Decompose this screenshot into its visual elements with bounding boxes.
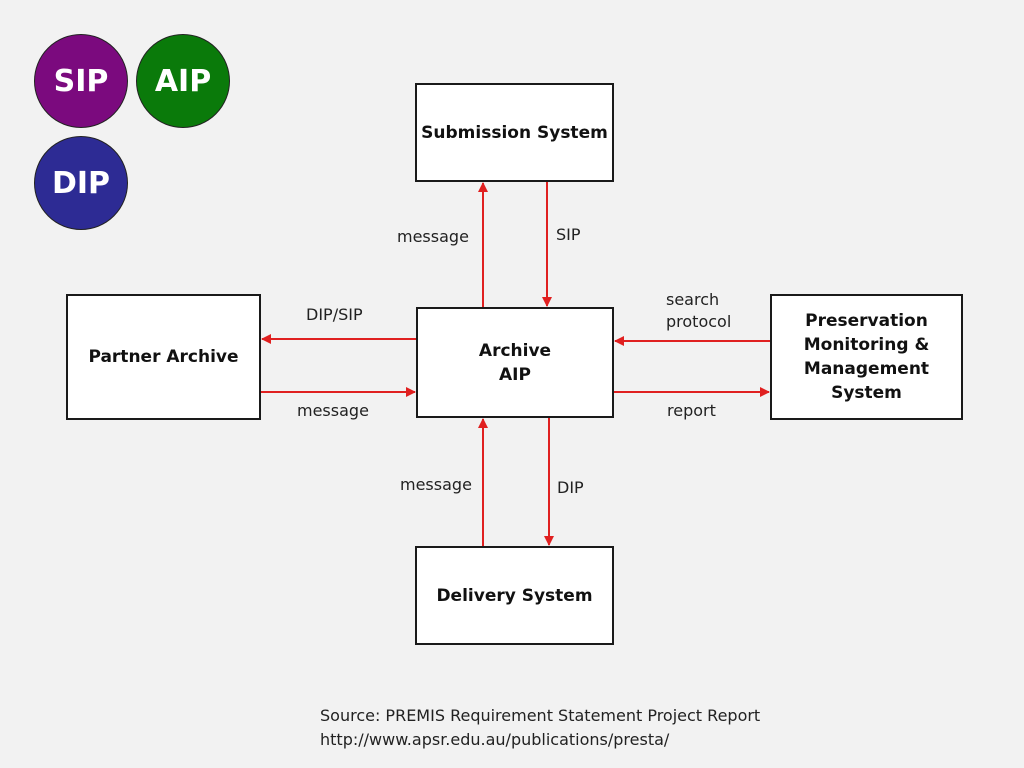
sip-circle-label: SIP: [53, 63, 109, 99]
partner-archive-box: Partner Archive: [66, 294, 261, 420]
edge-label-message-top: message: [397, 227, 469, 246]
submission-system-box: Submission System: [415, 83, 614, 182]
edge-label-report: report: [667, 401, 716, 420]
archive-aip-box: Archive AIP: [416, 307, 614, 418]
sip-circle: SIP: [34, 34, 128, 128]
edge-label-message-bottom: message: [400, 475, 472, 494]
dip-circle-label: DIP: [51, 165, 111, 201]
aip-circle-label: AIP: [154, 63, 212, 99]
preservation-system-box: Preservation Monitoring & Management Sys…: [770, 294, 963, 420]
source-citation: Source: PREMIS Requirement Statement Pro…: [320, 704, 760, 752]
source-url: http://www.apsr.edu.au/publications/pres…: [320, 730, 670, 749]
partner-archive-label: Partner Archive: [88, 347, 239, 367]
submission-system-label: Submission System: [421, 122, 608, 143]
edge-label-message-left: message: [297, 401, 369, 420]
delivery-system-box: Delivery System: [415, 546, 614, 645]
archive-aip-label: Archive AIP: [478, 340, 552, 385]
edge-label-dip-sip: DIP/SIP: [306, 305, 363, 324]
delivery-system-label: Delivery System: [436, 585, 593, 606]
preservation-system-label: Preservation Monitoring & Management Sys…: [803, 311, 930, 403]
edge-label-dip: DIP: [557, 478, 584, 497]
edge-label-search-protocol: search protocol: [666, 290, 732, 331]
edge-label-sip: SIP: [556, 225, 581, 244]
source-line: Source: PREMIS Requirement Statement Pro…: [320, 706, 761, 725]
dip-circle: DIP: [34, 136, 128, 230]
aip-circle: AIP: [136, 34, 230, 128]
